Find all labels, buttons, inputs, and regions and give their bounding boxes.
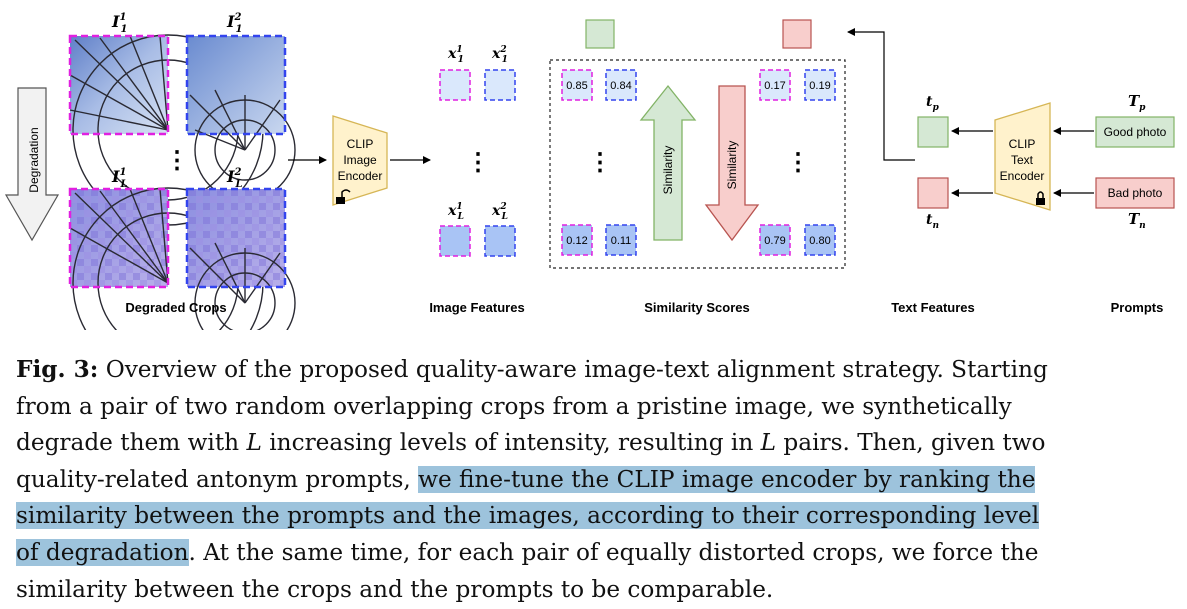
feature-xL2 [484, 225, 516, 257]
text-encoder-line3: Encoder [1000, 169, 1045, 183]
text-encoder-line2: Text [1011, 153, 1034, 167]
score-bottom-3: 0.79 [764, 235, 785, 247]
caption-line-6: of degradation. At the same time, for ea… [16, 538, 1039, 566]
score-bottom-4: 0.80 [809, 235, 830, 247]
clip-image-encoder: CLIP Image Encoder [332, 115, 388, 206]
similarity-scores-caption: Similarity Scores [644, 300, 750, 315]
bad-prompt-square [782, 19, 812, 49]
bad-photo-prompt [1095, 177, 1175, 209]
image-encoder-line2: Image [343, 153, 377, 167]
unlock-icon [336, 189, 351, 204]
good-prompt-square [585, 19, 615, 49]
score-bottom-2: 0.11 [611, 235, 632, 247]
clip-text-encoder: CLIP Text Encoder [994, 102, 1051, 211]
caption-line-1: Fig. 3: Overview of the proposed quality… [16, 356, 1048, 383]
good-photo-label: Good photo [1104, 125, 1167, 139]
crop-bottom-left [68, 187, 264, 330]
score-top-4: 0.19 [809, 80, 830, 92]
crop-top-right [185, 34, 296, 201]
prompt-Tn-label: Tn [1128, 210, 1146, 231]
caption-line-2: from a pair of two random overlapping cr… [16, 392, 1012, 420]
text-feature-tn [917, 177, 949, 209]
bad-photo-label: Bad photo [1108, 186, 1163, 200]
lock-icon [1036, 191, 1045, 205]
highlighted-text: of degradation [16, 538, 189, 566]
image-encoder-line1: CLIP [347, 137, 374, 151]
feature-x12 [484, 69, 516, 101]
score-top-1: 0.85 [566, 80, 587, 92]
text-encoder-line1: CLIP [1009, 137, 1036, 151]
similarity-panel: 0.85 0.84 0.17 0.19 0.12 0.11 0.79 0.80 … [549, 59, 846, 269]
caption-line-3: degrade them with L increasing levels of… [16, 429, 1046, 457]
feature-x11 [439, 69, 471, 101]
crops-ellipsis: ⋮ [165, 145, 189, 174]
caption-line-7: similarity between the crops and the pro… [16, 575, 774, 603]
text-feature-tn-label: tn [926, 212, 939, 231]
text-features-caption: Text Features [891, 300, 975, 315]
overview-diagram: Degradation [4, 12, 1175, 330]
highlighted-text: we fine-tune the CLIP image encoder by r… [418, 465, 1036, 493]
highlighted-text: similarity between the prompts and the i… [16, 502, 1040, 530]
text-feature-tp [917, 116, 949, 148]
prompt-Tp-label: Tp [1128, 92, 1146, 113]
feature-xL1 [439, 225, 471, 257]
image-features-caption: Image Features [429, 300, 524, 315]
score-top-3: 0.17 [764, 80, 785, 92]
score-bottom-1: 0.12 [566, 235, 587, 247]
prompts: Good photo Bad photo Tp Tn [1095, 92, 1175, 231]
score-top-2: 0.84 [610, 80, 631, 92]
figure-label: Fig. 3: [16, 356, 99, 383]
good-photo-prompt [1095, 116, 1175, 148]
figure-caption: Fig. 3: Overview of the proposed quality… [16, 352, 1176, 608]
degradation-label: Degradation [27, 127, 41, 192]
caption-line-4: quality-related antonym prompts, we fine… [16, 465, 1036, 493]
image-encoder-line3: Encoder [338, 169, 383, 183]
scores-right-ellipsis: ⋮ [786, 147, 810, 176]
text-feature-tp-label: tp [926, 94, 939, 113]
crop-top-left [68, 34, 264, 226]
similarity-down-label: Similarity [725, 141, 739, 190]
arrow-text-features-to-scores [847, 28, 915, 161]
similarity-down-arrow: Similarity [704, 85, 760, 242]
degradation-arrow: Degradation [4, 87, 60, 242]
caption-line-5: similarity between the prompts and the i… [16, 498, 1176, 535]
text-features: tp tn [917, 94, 949, 231]
similarity-up-label: Similarity [661, 146, 675, 195]
similarity-up-arrow: Similarity [639, 84, 697, 241]
features-ellipsis: ⋮ [466, 147, 490, 176]
prompts-caption: Prompts [1111, 300, 1164, 315]
scores-left-ellipsis: ⋮ [588, 147, 612, 176]
crop-bottom-right [185, 187, 296, 330]
degraded-crops-caption: Degraded Crops [125, 300, 226, 315]
